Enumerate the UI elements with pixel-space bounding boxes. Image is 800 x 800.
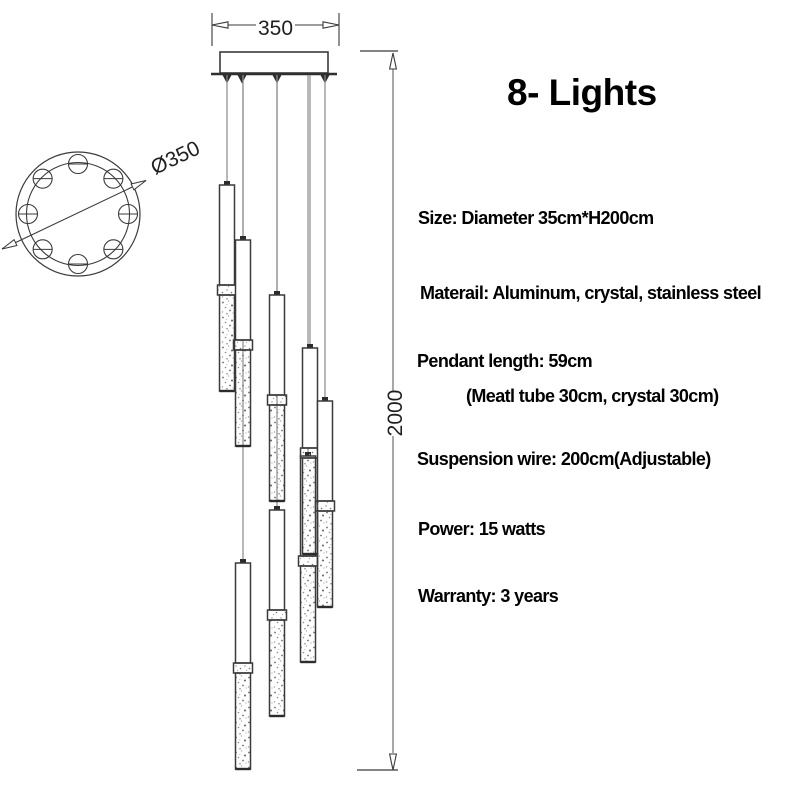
crystal-tube	[299, 565, 317, 663]
diameter-line	[1, 180, 147, 250]
outer-ring	[15, 151, 141, 277]
pendant-cap	[224, 181, 230, 186]
crystal-tube	[268, 619, 286, 717]
pendant-light	[314, 397, 336, 609]
pendant-light	[232, 236, 254, 448]
tube-connector	[297, 555, 319, 567]
pendant-cap	[240, 559, 246, 564]
dim-arrow-left	[211, 21, 229, 29]
metal-tube	[301, 347, 319, 449]
spec-suspension-wire: Suspension wire: 200cm(Adjustable)	[417, 449, 711, 469]
dim-arrow	[130, 180, 147, 191]
ceiling-canopy	[211, 51, 337, 84]
pendant-light	[266, 291, 288, 503]
pendant-cap	[240, 236, 246, 241]
spec-material: Materail: Aluminum, crystal, stainless s…	[420, 283, 762, 303]
crystal-tube	[218, 294, 236, 392]
dim-arrow-down	[388, 753, 398, 771]
pendant-cap	[274, 506, 280, 511]
dim-arrow	[1, 238, 18, 250]
wire-cones	[222, 75, 330, 84]
metal-tube	[268, 509, 286, 611]
top-view-diagram: Ø350	[1, 137, 204, 277]
bolt-circles	[17, 153, 139, 275]
pendant-cap	[322, 397, 328, 402]
pendant-light	[299, 344, 321, 556]
tube-connector	[299, 447, 321, 459]
spec-power: Power: 15 watts	[418, 519, 546, 539]
pendant-cap	[274, 291, 280, 296]
inner-ring	[25, 161, 131, 267]
tube-connector	[314, 500, 336, 512]
product-title: 8- Lights	[507, 72, 657, 113]
spec-pendant-length-detail: (Meatl tube 30cm, crystal 30cm)	[466, 386, 719, 406]
tube-connector	[232, 662, 254, 674]
crystal-tube	[234, 349, 252, 447]
metal-tube	[234, 239, 252, 341]
top-width-dimension: 350	[211, 13, 340, 46]
crystal-tube	[268, 404, 286, 502]
pendant-cap	[307, 344, 313, 349]
metal-tube	[218, 184, 236, 286]
pendant-lights	[216, 181, 336, 771]
crystal-tube	[316, 510, 334, 608]
metal-tube	[268, 294, 286, 396]
height-label: 2000	[384, 390, 407, 437]
diameter-label: Ø350	[147, 137, 203, 180]
tube-connector	[266, 609, 288, 621]
canopy-body	[219, 51, 329, 74]
pendant-light	[266, 506, 288, 718]
crystal-tube	[234, 672, 252, 770]
spec-size: Size: Diameter 35cm*H200cm	[418, 208, 654, 228]
drop-height-dimension: 2000	[357, 50, 407, 771]
tube-connector	[232, 339, 254, 351]
tube-connector	[216, 284, 238, 296]
pendant-light	[216, 181, 238, 393]
metal-tube	[316, 400, 334, 502]
dim-arrow-up	[388, 52, 398, 70]
dim-arrow-right	[322, 21, 340, 29]
canopy-cone	[237, 75, 247, 84]
spec-warranty: Warranty: 3 years	[418, 586, 559, 606]
pendant-light	[232, 559, 254, 771]
spec-pendant-length: Pendant length: 59cm	[417, 351, 593, 371]
metal-tube	[234, 562, 252, 664]
tube-connector	[266, 394, 288, 406]
width-label: 350	[258, 17, 293, 40]
